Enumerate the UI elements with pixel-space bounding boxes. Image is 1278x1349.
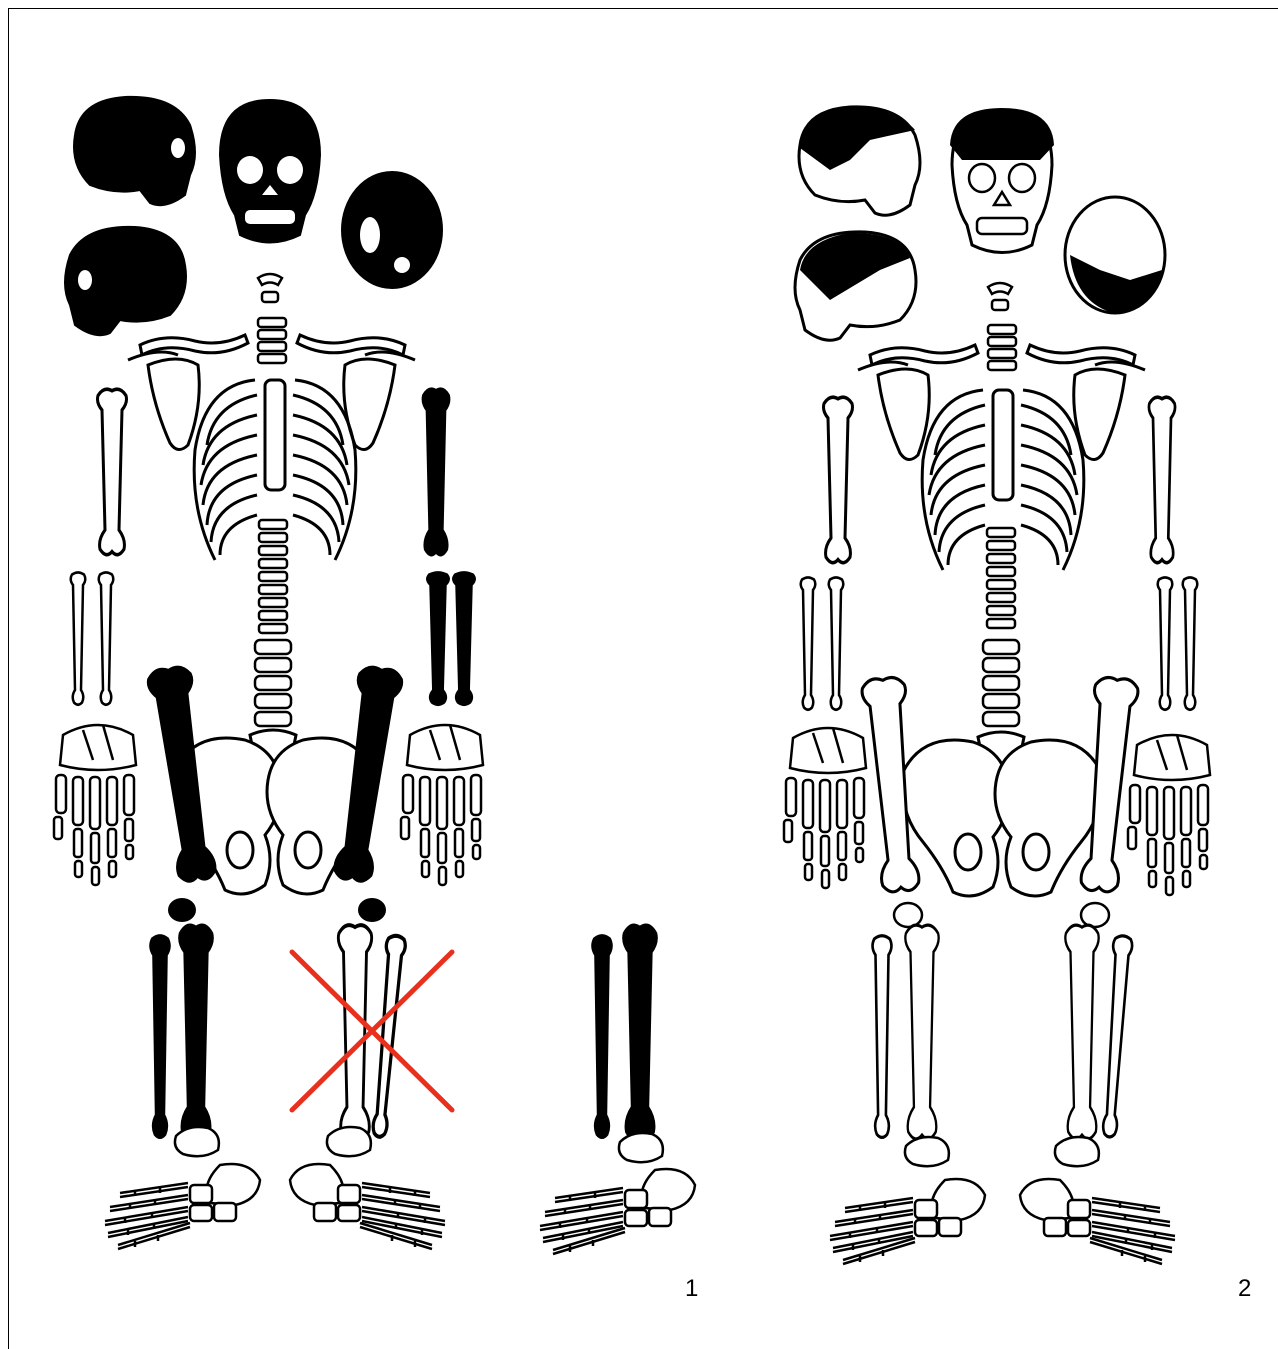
missing-red-cross [292,952,452,1110]
skull-basal-present [342,172,442,288]
figure-2-skeleton [784,107,1210,1264]
left-humerus-absent [98,389,127,554]
right-humerus-present [423,389,449,554]
figure-2-label: 2 [1238,1275,1251,1303]
figure-1-skeleton [54,97,695,1254]
figure-1-label: 1 [685,1275,698,1303]
